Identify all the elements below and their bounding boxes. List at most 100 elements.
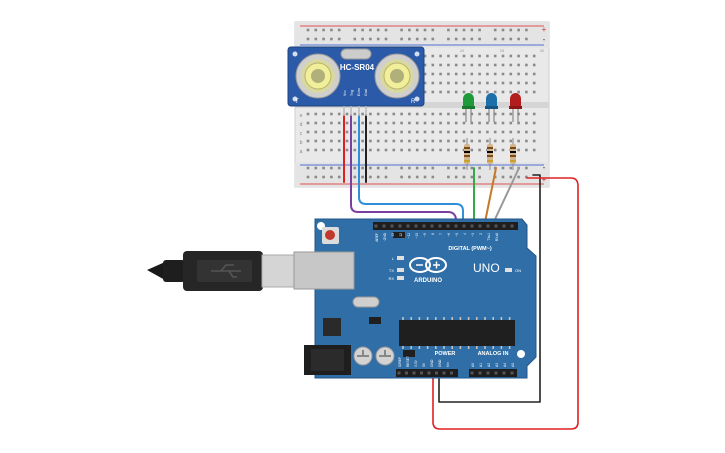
breadboard-hole[interactable] bbox=[517, 54, 520, 58]
header-pin[interactable] bbox=[486, 371, 490, 375]
breadboard-hole[interactable] bbox=[439, 81, 442, 85]
breadboard-rail-hole[interactable] bbox=[314, 175, 318, 179]
breadboard-hole[interactable] bbox=[322, 130, 325, 134]
breadboard-hole[interactable] bbox=[306, 139, 310, 143]
breadboard-rail-hole[interactable] bbox=[454, 28, 458, 32]
header-pin[interactable] bbox=[494, 371, 498, 375]
breadboard-hole[interactable] bbox=[493, 148, 497, 152]
breadboard-hole[interactable] bbox=[423, 121, 427, 125]
header-pin[interactable] bbox=[374, 224, 378, 228]
breadboard-hole[interactable] bbox=[353, 121, 357, 125]
breadboard-hole[interactable] bbox=[431, 130, 435, 134]
breadboard-hole[interactable] bbox=[532, 148, 536, 152]
breadboard-rail-hole[interactable] bbox=[493, 37, 497, 41]
breadboard-hole[interactable] bbox=[306, 112, 310, 116]
breadboard-hole[interactable] bbox=[408, 112, 411, 116]
breadboard-hole[interactable] bbox=[493, 139, 497, 143]
breadboard-rail-hole[interactable] bbox=[384, 37, 388, 41]
breadboard-rail-hole[interactable] bbox=[384, 28, 388, 32]
breadboard-rail-hole[interactable] bbox=[423, 37, 427, 41]
breadboard-rail-hole[interactable] bbox=[322, 28, 325, 32]
breadboard-hole[interactable] bbox=[337, 130, 341, 134]
breadboard-hole[interactable] bbox=[345, 148, 349, 152]
breadboard-rail-hole[interactable] bbox=[478, 37, 481, 41]
breadboard-rail-hole[interactable] bbox=[470, 28, 474, 32]
ultrasonic-sensor[interactable]: HC-SR04 T R Vcc Trig Echo Gnd bbox=[287, 46, 425, 116]
breadboard-hole[interactable] bbox=[478, 148, 481, 152]
breadboard-hole[interactable] bbox=[454, 72, 458, 76]
breadboard-rail-hole[interactable] bbox=[337, 28, 341, 32]
breadboard-rail-hole[interactable] bbox=[525, 28, 528, 32]
breadboard-hole[interactable] bbox=[353, 112, 357, 116]
breadboard-hole[interactable] bbox=[454, 139, 458, 143]
breadboard-hole[interactable] bbox=[493, 72, 497, 76]
header-pin[interactable] bbox=[422, 224, 426, 228]
breadboard-hole[interactable] bbox=[532, 139, 536, 143]
breadboard-hole[interactable] bbox=[400, 112, 403, 116]
breadboard-rail-hole[interactable] bbox=[431, 28, 435, 32]
breadboard-hole[interactable] bbox=[486, 54, 489, 58]
breadboard-hole[interactable] bbox=[431, 63, 435, 67]
breadboard-hole[interactable] bbox=[423, 139, 427, 143]
breadboard-hole[interactable] bbox=[345, 121, 349, 125]
header-pin[interactable] bbox=[398, 224, 402, 228]
breadboard-hole[interactable] bbox=[470, 63, 474, 67]
breadboard-hole[interactable] bbox=[493, 112, 497, 116]
breadboard-hole[interactable] bbox=[376, 112, 380, 116]
breadboard-hole[interactable] bbox=[478, 63, 481, 67]
breadboard-hole[interactable] bbox=[525, 90, 528, 94]
breadboard-hole[interactable] bbox=[361, 139, 364, 143]
breadboard-hole[interactable] bbox=[462, 72, 466, 76]
breadboard-hole[interactable] bbox=[408, 121, 411, 125]
breadboard-hole[interactable] bbox=[525, 81, 528, 85]
breadboard-rail-hole[interactable] bbox=[447, 37, 450, 41]
breadboard-rail-hole[interactable] bbox=[470, 175, 474, 179]
breadboard-hole[interactable] bbox=[384, 139, 388, 143]
breadboard-hole[interactable] bbox=[384, 130, 388, 134]
breadboard-hole[interactable] bbox=[423, 148, 427, 152]
breadboard-rail-hole[interactable] bbox=[525, 175, 528, 179]
breadboard-hole[interactable] bbox=[439, 63, 442, 67]
breadboard-hole[interactable] bbox=[493, 63, 497, 67]
breadboard-rail-hole[interactable] bbox=[400, 28, 403, 32]
breadboard-rail-hole[interactable] bbox=[361, 28, 364, 32]
breadboard-hole[interactable] bbox=[447, 63, 450, 67]
breadboard-hole[interactable] bbox=[470, 148, 474, 152]
breadboard-hole[interactable] bbox=[337, 112, 341, 116]
breadboard-hole[interactable] bbox=[509, 72, 513, 76]
header-pin[interactable] bbox=[446, 224, 450, 228]
breadboard-hole[interactable] bbox=[408, 130, 411, 134]
wire-black-gnd[interactable] bbox=[438, 174, 541, 403]
breadboard-hole[interactable] bbox=[486, 72, 489, 76]
wire-blue-echo[interactable] bbox=[358, 114, 464, 233]
breadboard-rail-hole[interactable] bbox=[306, 28, 310, 32]
breadboard-rail-hole[interactable] bbox=[306, 37, 310, 41]
breadboard-hole[interactable] bbox=[337, 121, 341, 125]
breadboard-rail-hole[interactable] bbox=[501, 28, 505, 32]
breadboard-hole[interactable] bbox=[384, 112, 388, 116]
header-pin[interactable] bbox=[405, 371, 408, 375]
breadboard-hole[interactable] bbox=[525, 148, 528, 152]
breadboard-hole[interactable] bbox=[306, 130, 310, 134]
breadboard-hole[interactable] bbox=[486, 130, 489, 134]
breadboard-hole[interactable] bbox=[478, 72, 481, 76]
breadboard-hole[interactable] bbox=[454, 54, 458, 58]
breadboard-hole[interactable] bbox=[478, 121, 481, 125]
breadboard-hole[interactable] bbox=[408, 148, 411, 152]
breadboard-rail-hole[interactable] bbox=[376, 28, 380, 32]
breadboard-hole[interactable] bbox=[532, 72, 536, 76]
breadboard-rail-hole[interactable] bbox=[330, 28, 333, 32]
breadboard-hole[interactable] bbox=[525, 112, 528, 116]
breadboard-rail-hole[interactable] bbox=[353, 28, 357, 32]
breadboard-rail-hole[interactable] bbox=[423, 166, 427, 170]
breadboard-hole[interactable] bbox=[415, 130, 419, 134]
breadboard-hole[interactable] bbox=[525, 139, 528, 143]
breadboard-hole[interactable] bbox=[486, 81, 489, 85]
breadboard-rail-hole[interactable] bbox=[306, 166, 310, 170]
breadboard-hole[interactable] bbox=[478, 112, 481, 116]
breadboard-hole[interactable] bbox=[470, 90, 474, 94]
breadboard-hole[interactable] bbox=[408, 139, 411, 143]
breadboard-hole[interactable] bbox=[439, 54, 442, 58]
breadboard-hole[interactable] bbox=[525, 121, 528, 125]
breadboard-rail-hole[interactable] bbox=[431, 37, 435, 41]
